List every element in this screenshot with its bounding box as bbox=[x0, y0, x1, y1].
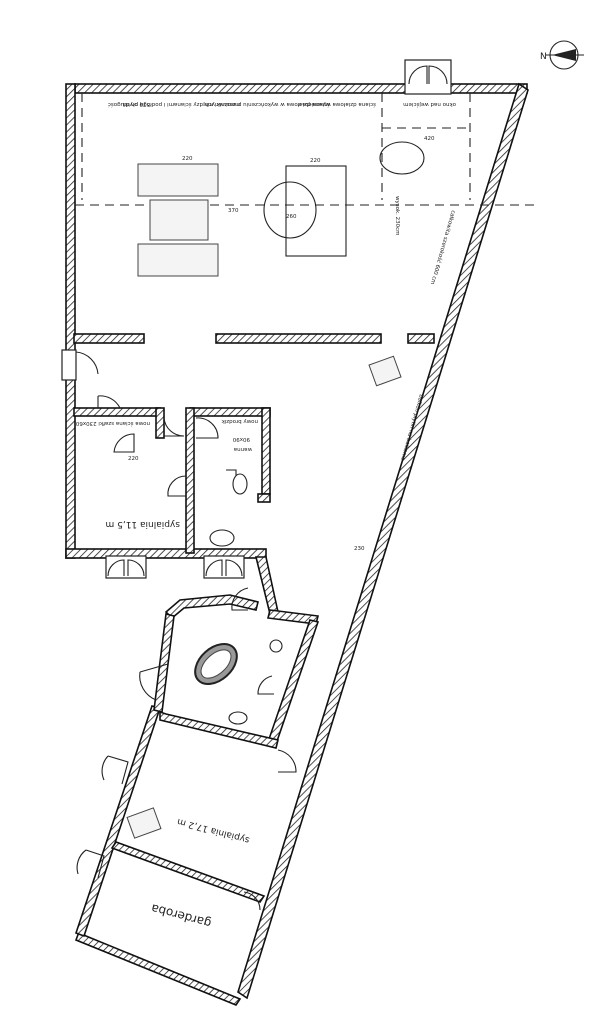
note-right-small: wysok. 230cm bbox=[394, 196, 400, 236]
note-bath-1: nowy brodzik bbox=[221, 418, 258, 424]
outer-walls bbox=[65, 82, 529, 1006]
room-label-bedroom-small: sypialnia 11,5 m bbox=[106, 519, 181, 529]
dimension-label: 230 bbox=[354, 546, 365, 552]
compass-icon: N bbox=[540, 40, 584, 70]
living-furniture bbox=[126, 141, 425, 839]
note-bath-3: wanna bbox=[234, 446, 252, 452]
windows bbox=[61, 59, 452, 879]
dimension-label: 420 bbox=[424, 136, 435, 142]
note-diagonal-upper: całkowita szerokość 600 cm bbox=[429, 209, 457, 285]
dimension-label: 260 bbox=[286, 214, 297, 220]
note-top-left: 570 on długość bbox=[108, 101, 150, 108]
dimension-label: 220 bbox=[182, 156, 193, 162]
note-top-right: ściana działowa wysunięta z bbox=[298, 101, 376, 108]
room-label-wardrobe: garderoba bbox=[150, 901, 213, 930]
note-top-mid-right: ściana działowa w wykończeniu przesuwnyc… bbox=[205, 101, 330, 108]
dimension-labels: 220 220 370 260 420 220 230 bbox=[128, 136, 435, 552]
note-top-box: okno nad wejściem bbox=[403, 101, 456, 108]
compass-north-label: N bbox=[540, 52, 547, 62]
dimension-label: 370 bbox=[228, 208, 239, 214]
dimension-label: 220 bbox=[310, 158, 321, 164]
doors bbox=[97, 395, 297, 911]
note-bath-2: 90x90 bbox=[232, 436, 250, 442]
room-label-bedroom-large: sypialnia 17,2 m bbox=[176, 816, 251, 845]
interior-walls bbox=[73, 333, 435, 903]
note-bedroom-wardrobe: nowa ściana szafki 230x60 bbox=[75, 420, 150, 427]
bathroom-fixtures bbox=[194, 469, 283, 725]
note-top-mid-left: narożniki między ścianami i podłogą płyt… bbox=[123, 101, 240, 108]
dimension-label: 220 bbox=[128, 456, 139, 462]
